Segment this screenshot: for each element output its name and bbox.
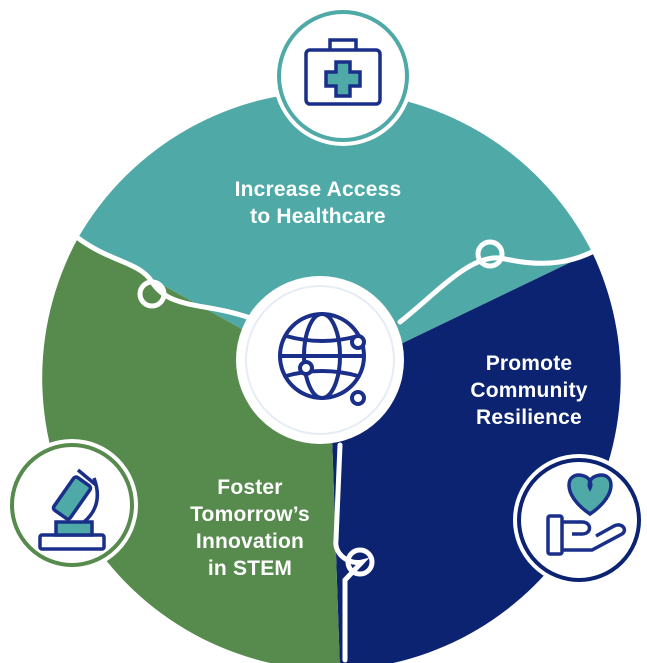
label-line: Tomorrow’s bbox=[190, 503, 310, 526]
label-line: Resilience bbox=[476, 406, 582, 429]
medical-kit-icon-badge bbox=[273, 6, 413, 146]
label-line: Innovation bbox=[195, 530, 305, 553]
hand-heart-icon-badge bbox=[513, 454, 645, 586]
microscope-icon-badge bbox=[6, 439, 138, 571]
label-line: Community bbox=[470, 379, 588, 402]
label-line: Promote bbox=[485, 352, 573, 375]
medical-kit-icon bbox=[304, 38, 382, 106]
hand-heart-icon bbox=[546, 473, 627, 556]
segment-label-resilience: Promote Community Resilience bbox=[444, 350, 614, 431]
label-line: Foster bbox=[217, 476, 283, 499]
segment-label-stem: Foster Tomorrow’s Innovation in STEM bbox=[160, 474, 340, 582]
label-line: in STEM bbox=[207, 557, 293, 580]
segment-label-healthcare: Increase Access to Healthcare bbox=[168, 176, 468, 230]
label-line: Increase Access bbox=[234, 178, 402, 201]
globe-network-icon bbox=[278, 312, 366, 406]
segment-dividers bbox=[75, 235, 595, 663]
label-line: to Healthcare bbox=[250, 205, 386, 228]
microscope-icon bbox=[38, 468, 106, 551]
